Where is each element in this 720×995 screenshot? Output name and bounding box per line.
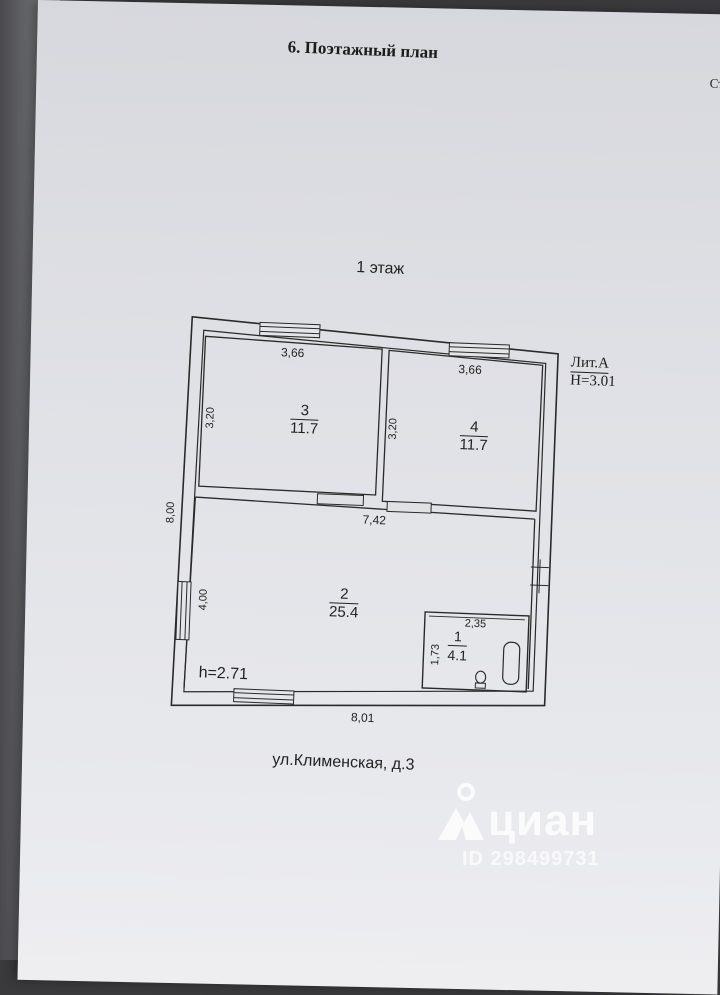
door-room-4 <box>386 500 432 514</box>
room-1-outline <box>421 611 530 693</box>
room-2-number: 2 <box>329 585 360 605</box>
room-1-label: 1 4.1 <box>447 627 468 665</box>
floor-plan: 3,66 3,20 3 11.7 3,66 3,20 4 11.7 7,42 8… <box>158 309 654 747</box>
document-page: 6. Поэтажный план Стр. 8 1 этаж <box>17 0 720 995</box>
page-number: Стр. 8 <box>709 75 720 92</box>
room-3-depth: 3,20 <box>204 406 217 429</box>
room-1-number: 1 <box>447 627 468 647</box>
room-3-width: 3,66 <box>280 345 305 361</box>
door-room-3 <box>316 493 365 507</box>
room-4-area: 11.7 <box>459 436 488 455</box>
room-3-area: 11.7 <box>289 419 319 438</box>
room-4-width: 3,66 <box>458 362 483 377</box>
room-1-area: 4.1 <box>447 646 468 664</box>
room-4-number: 4 <box>459 418 489 438</box>
toilet-icon <box>475 670 487 684</box>
toilet-tank-icon <box>474 682 486 689</box>
page-content: 6. Поэтажный план Стр. 8 1 этаж <box>10 0 720 981</box>
ceiling-height: h=2.71 <box>198 664 249 684</box>
window-bottom <box>233 688 295 705</box>
room-4-depth: 3,20 <box>386 417 400 440</box>
watermark-logo-icon <box>438 783 484 840</box>
floor-plan-drawing <box>170 315 559 707</box>
room-2-area: 25.4 <box>328 603 359 622</box>
corridor-dimension: 7,42 <box>362 512 387 528</box>
watermark-id: ID 298499731 <box>462 848 600 870</box>
outer-wall <box>170 315 559 707</box>
building-height: H=3.01 <box>569 372 616 391</box>
room-2-right-wall <box>527 519 536 689</box>
outer-bottom-dimension: 8,01 <box>350 710 375 726</box>
room-1-depth: 1,73 <box>429 643 442 666</box>
watermark-brand: циан <box>488 796 598 845</box>
watermark: циан ID 298499731 <box>432 782 672 882</box>
room-1-inner-line <box>428 615 525 621</box>
building-lit: Лит.А <box>570 354 610 374</box>
room-3-label: 3 11.7 <box>289 401 320 439</box>
bathtub-icon <box>502 641 521 685</box>
building-designation: Лит.А H=3.01 <box>570 354 617 391</box>
room-2-partition <box>195 496 535 520</box>
room-2-depth: 4,00 <box>197 588 210 611</box>
section-title: 6. Поэтажный план <box>287 37 439 63</box>
window-top-left <box>259 321 321 339</box>
window-left <box>175 580 192 641</box>
entrance-door <box>530 559 549 594</box>
room-2-label: 2 25.4 <box>329 585 360 622</box>
floor-label: 1 этаж <box>355 259 405 278</box>
room-3-number: 3 <box>290 401 320 421</box>
room-4-outline <box>381 349 544 512</box>
outer-left-dimension: 8,00 <box>164 501 178 524</box>
room-4-label: 4 11.7 <box>459 418 489 455</box>
room-3-outline <box>198 335 383 496</box>
window-top-right <box>448 342 510 359</box>
address: ул.Клименская, д.3 <box>272 751 415 774</box>
